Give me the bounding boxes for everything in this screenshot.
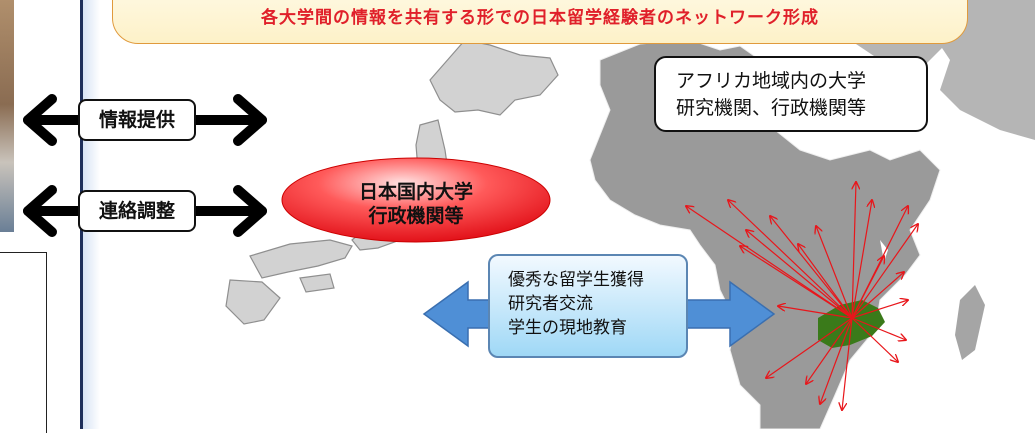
japan-institutions-text: 日本国内大学 行政機関等 bbox=[286, 180, 546, 228]
person-photo bbox=[0, 0, 14, 232]
japan-institutions-line2: 行政機関等 bbox=[368, 205, 464, 227]
liaison-double-arrow bbox=[23, 185, 267, 237]
africa-institutions-callout: アフリカ地域内の大学 研究機関、行政機関等 bbox=[654, 56, 928, 132]
africa-callout-line1: アフリカ地域内の大学 bbox=[676, 70, 867, 92]
japan-institutions-line1: 日本国内大学 bbox=[358, 181, 473, 203]
info-provision-label: 情報提供 bbox=[78, 99, 196, 141]
left-text-box bbox=[0, 252, 47, 433]
africa-callout-line2: 研究機関、行政機関等 bbox=[676, 97, 867, 119]
hub-arrows bbox=[686, 182, 918, 410]
info-double-arrow bbox=[23, 94, 267, 146]
japan-institutions-ellipse bbox=[281, 157, 551, 243]
exchange-line3: 学生の現地教育 bbox=[508, 318, 627, 338]
exchange-line2: 研究者交流 bbox=[508, 294, 593, 314]
network-banner: 各大学間の情報を共有する形での日本留学経験者のネットワーク形成 bbox=[112, 0, 968, 44]
liaison-label: 連絡調整 bbox=[78, 190, 196, 232]
exchange-box: 優秀な留学生獲得 研究者交流 学生の現地教育 bbox=[488, 254, 688, 358]
banner-text: 各大学間の情報を共有する形での日本留学経験者のネットワーク形成 bbox=[261, 8, 819, 28]
exchange-line1: 優秀な留学生獲得 bbox=[508, 270, 644, 290]
